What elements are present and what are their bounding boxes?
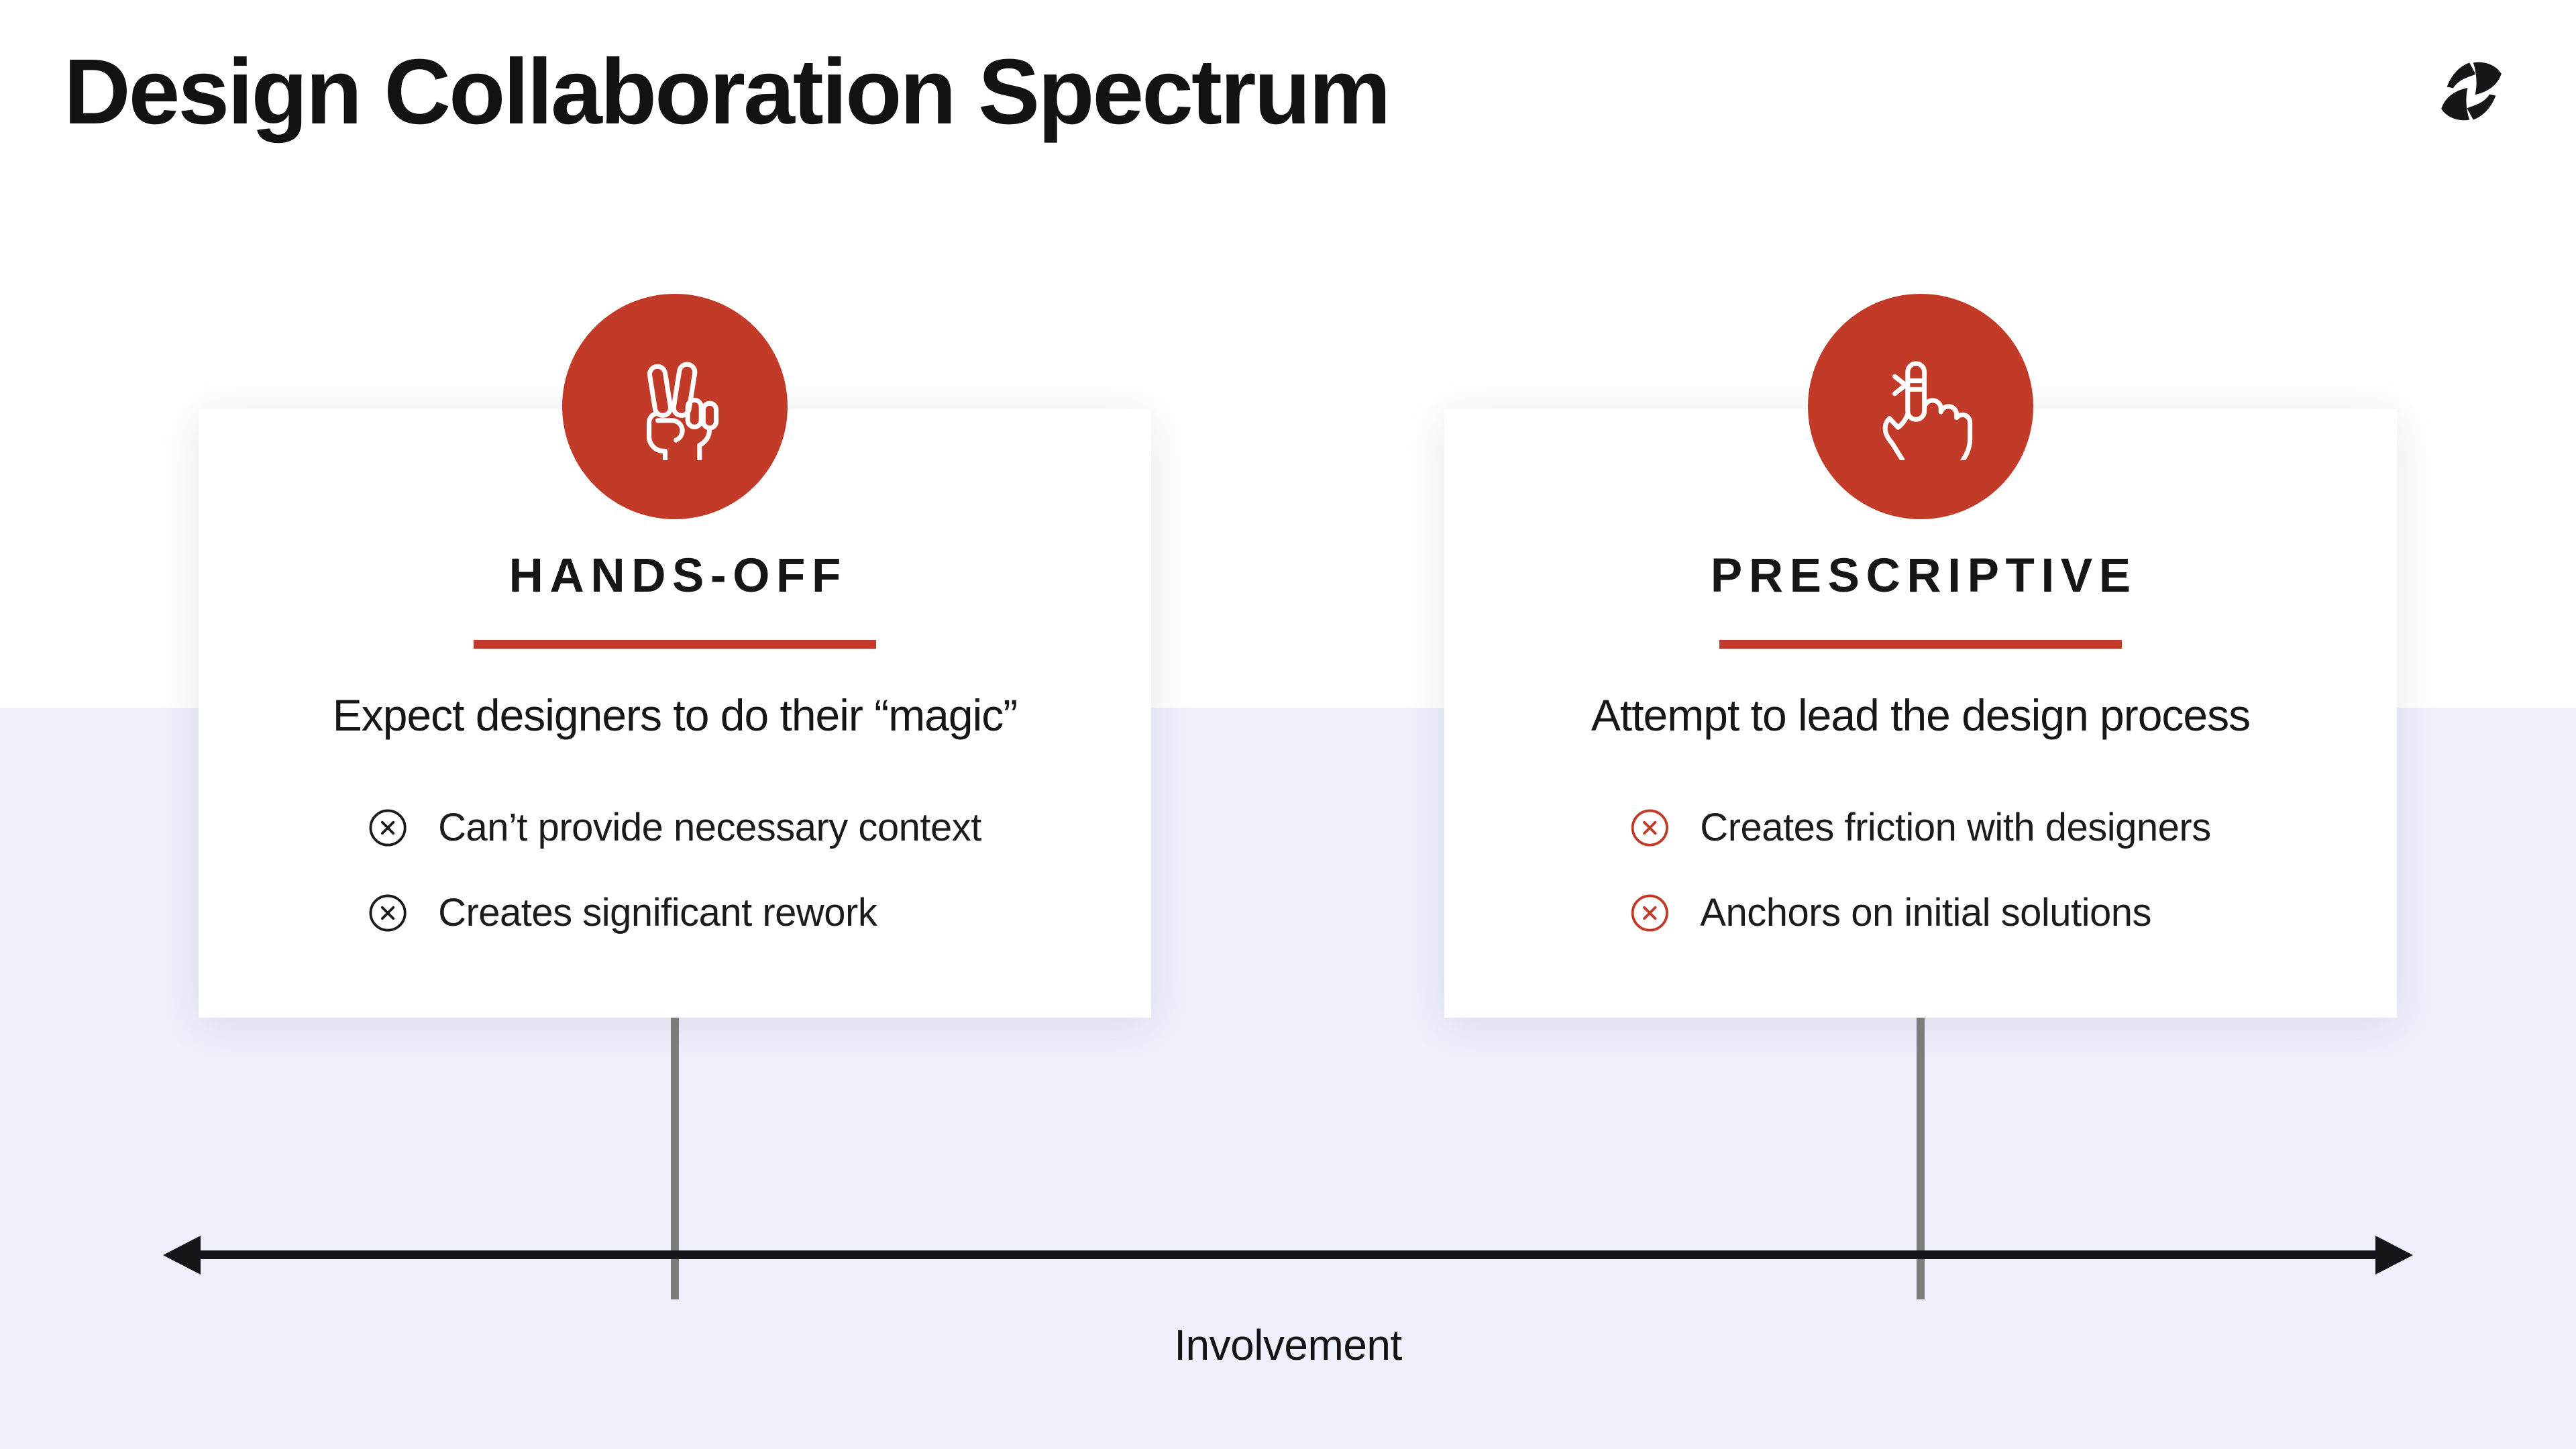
card-label: PRESCRIPTIVE xyxy=(1710,549,2137,602)
bullet-item: Can’t provide necessary context xyxy=(368,805,981,850)
axis-label: Involvement xyxy=(1174,1321,1402,1369)
card-prescriptive: PRESCRIPTIVE Attempt to lead the design … xyxy=(1444,294,2397,1018)
card-headline: Expect designers to do their “magic” xyxy=(332,690,1018,740)
card-headline: Attempt to lead the design process xyxy=(1591,690,2251,740)
peace-sign-icon xyxy=(647,362,719,460)
circled-x-icon xyxy=(1631,894,1668,932)
connector-line-right xyxy=(1917,1018,1925,1299)
bullet-item: Creates significant rework xyxy=(368,890,981,935)
connector-line-left xyxy=(671,1018,679,1299)
accent-underline xyxy=(1719,640,2122,649)
bullet-list: Creates friction with designers Anchors … xyxy=(1630,805,2211,935)
pointing-finger-string-icon xyxy=(1882,361,1973,460)
brand-logo-icon xyxy=(2441,62,2502,121)
bullet-text: Creates friction with designers xyxy=(1700,806,2211,849)
circled-x-icon xyxy=(369,894,407,932)
page-title: Design Collaboration Spectrum xyxy=(64,40,1391,144)
bullet-text: Can’t provide necessary context xyxy=(438,806,981,849)
circled-x-icon xyxy=(369,808,407,847)
card-badge xyxy=(562,294,788,519)
bullet-text: Creates significant rework xyxy=(438,891,877,934)
card-badge xyxy=(1808,294,2033,519)
card-hands-off: HANDS-OFF Expect designers to do their “… xyxy=(199,294,1151,1018)
bullet-item: Anchors on initial solutions xyxy=(1630,890,2210,935)
bullet-text: Anchors on initial solutions xyxy=(1700,891,2152,934)
arrowhead-left-icon xyxy=(163,1236,201,1275)
circled-x-icon xyxy=(1631,808,1668,847)
accent-underline xyxy=(474,640,876,649)
card-label: HANDS-OFF xyxy=(508,549,847,602)
bullet-list: Can’t provide necessary context Creates … xyxy=(368,805,981,935)
bullet-item: Creates friction with designers xyxy=(1630,805,2211,850)
arrowhead-right-icon xyxy=(2375,1236,2413,1275)
axis-line xyxy=(199,1250,2377,1259)
